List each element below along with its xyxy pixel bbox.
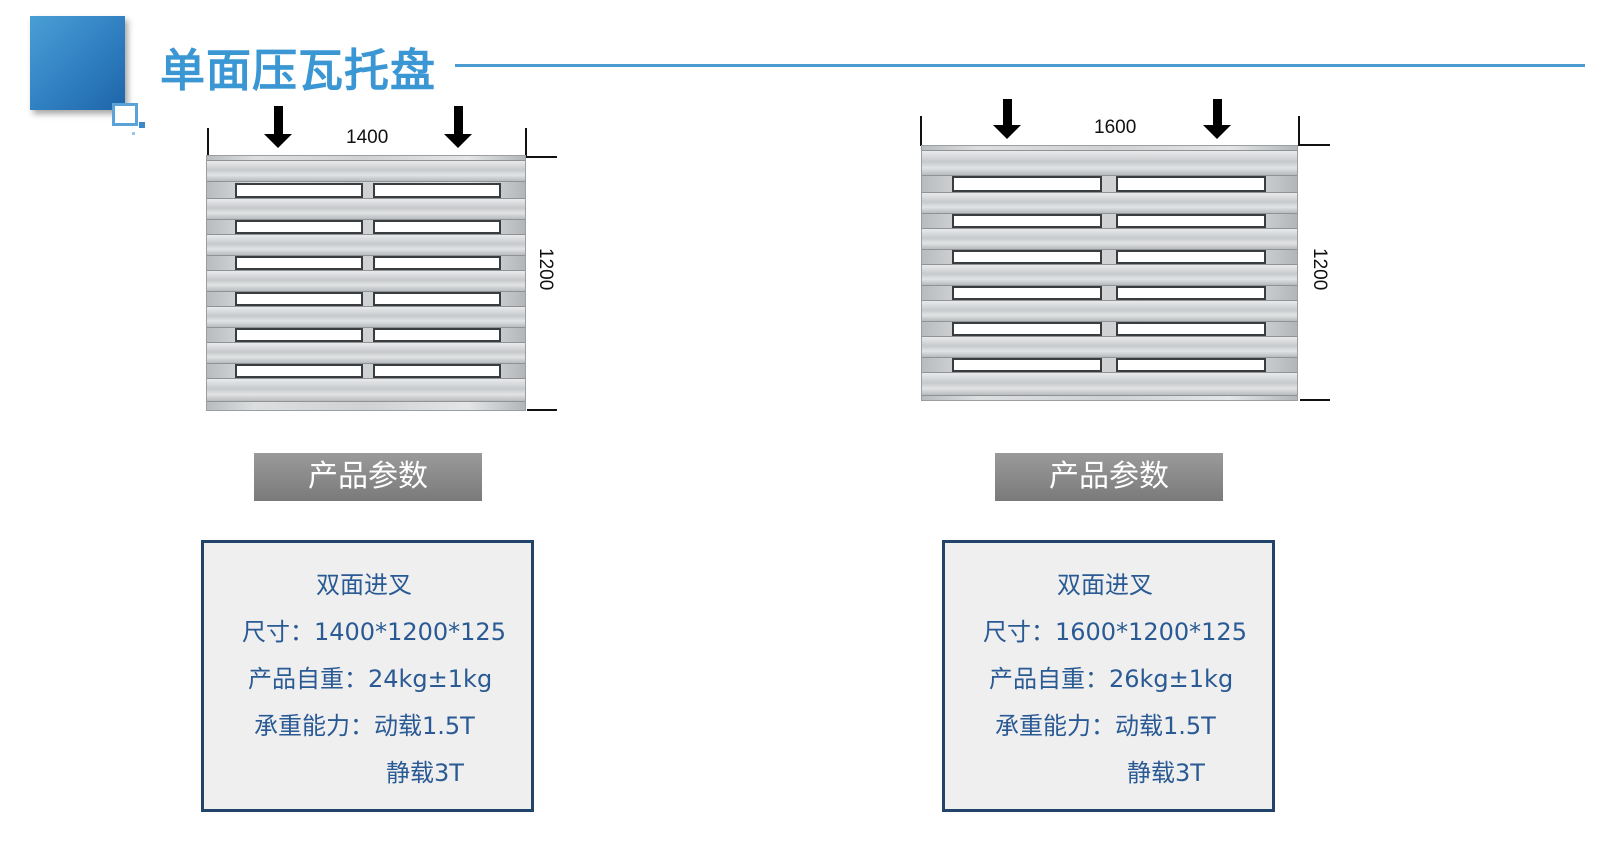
spec-size: 尺寸：1400*1200*125	[242, 618, 506, 646]
spec-dynamic-load: 承重能力：动载1.5T	[995, 712, 1216, 740]
spec-size: 尺寸：1600*1200*125	[983, 618, 1247, 646]
logo-dot	[139, 122, 145, 128]
width-dim-right-tick	[525, 128, 527, 158]
width-dim-left-tick	[920, 116, 922, 146]
product-params-button[interactable]: 产品参数	[995, 453, 1223, 501]
spec-fork-entry: 双面进叉	[316, 571, 412, 599]
depth-dim-top-tick	[527, 156, 557, 158]
depth-dim-top-tick	[1300, 144, 1330, 146]
depth-label: 1200	[535, 248, 556, 291]
depth-dim-bottom-tick	[527, 409, 557, 411]
width-dim-left-tick	[207, 128, 209, 158]
depth-label: 1200	[1309, 248, 1330, 291]
depth-dim-bottom-tick	[1300, 399, 1330, 401]
spec-dynamic-load: 承重能力：动载1.5T	[254, 712, 475, 740]
width-label: 1600	[1094, 117, 1137, 138]
product-params-button[interactable]: 产品参数	[254, 453, 482, 501]
pallet-image	[921, 145, 1298, 401]
spec-static-load: 静载3T	[386, 759, 464, 787]
spec-fork-entry: 双面进叉	[1057, 571, 1153, 599]
logo-dot-small	[132, 132, 135, 135]
page-title: 单面压瓦托盘	[160, 44, 437, 97]
width-label: 1400	[346, 127, 389, 148]
spec-box: 双面进叉 尺寸：1600*1200*125 产品自重：26kg±1kg 承重能力…	[942, 540, 1275, 812]
spec-weight: 产品自重：26kg±1kg	[989, 665, 1234, 693]
logo-outline-square	[112, 103, 138, 126]
spec-weight: 产品自重：24kg±1kg	[248, 665, 493, 693]
title-divider	[455, 64, 1585, 67]
spec-static-load: 静载3T	[1127, 759, 1205, 787]
pallet-image	[206, 155, 526, 411]
width-dim-right-tick	[1298, 116, 1300, 146]
spec-box: 双面进叉 尺寸：1400*1200*125 产品自重：24kg±1kg 承重能力…	[201, 540, 534, 812]
logo-square	[30, 16, 125, 110]
